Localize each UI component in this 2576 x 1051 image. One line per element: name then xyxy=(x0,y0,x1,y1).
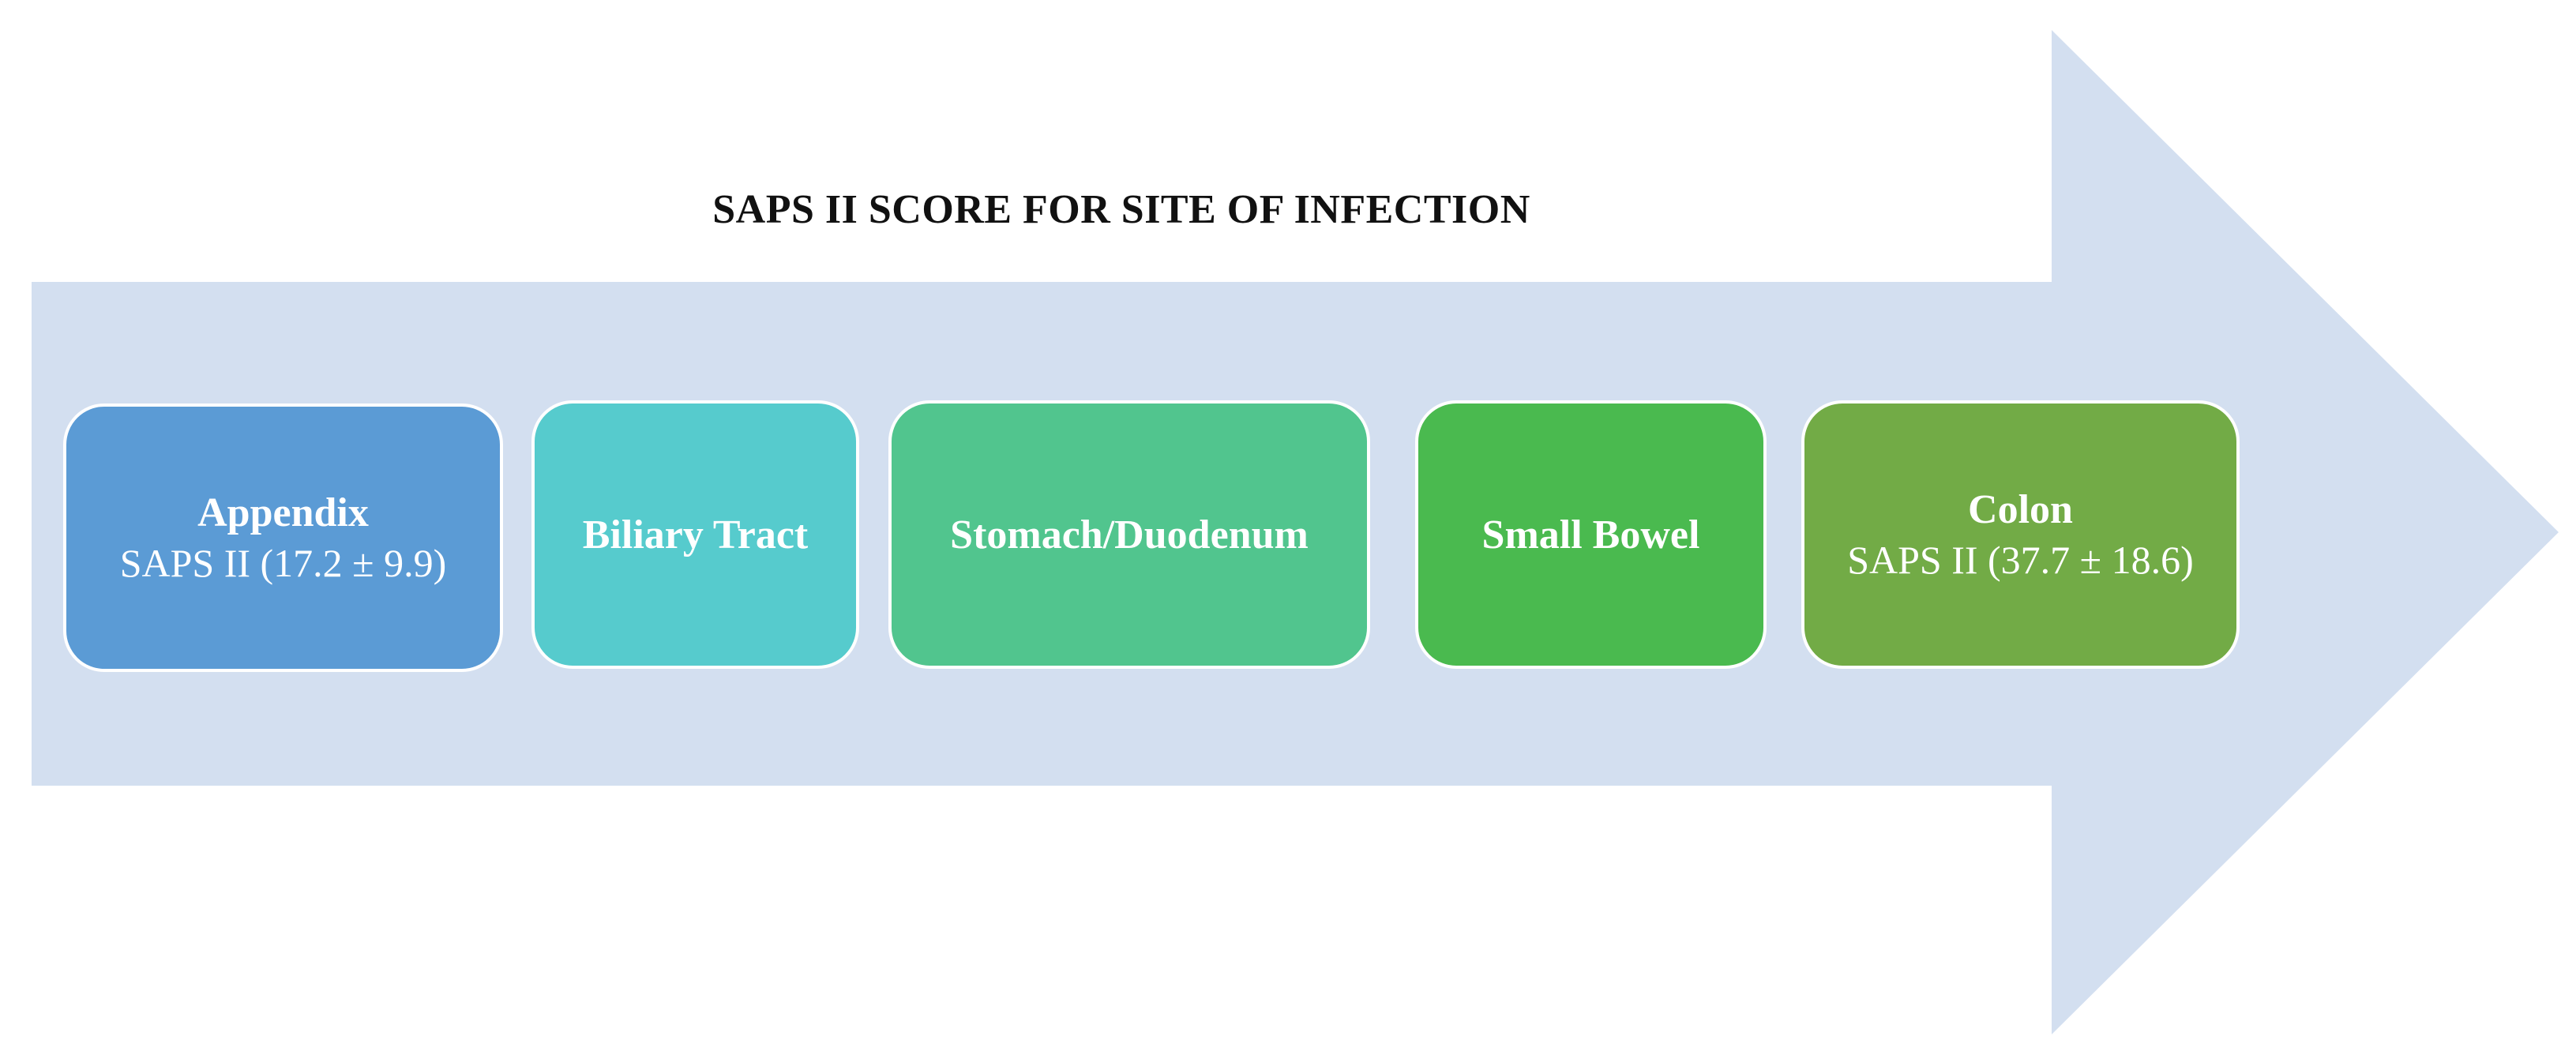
step-stomach-duodenum-name: Stomach/Duodenum xyxy=(950,512,1309,557)
diagram-title: SAPS II SCORE FOR SITE OF INFECTION xyxy=(712,187,1530,232)
step-biliary-tract-name: Biliary Tract xyxy=(582,512,809,557)
step-colon-value: SAPS II (37.7 ± 18.6) xyxy=(1847,538,2194,583)
step-small-bowel: Small Bowel xyxy=(1415,400,1767,669)
step-colon: Colon SAPS II (37.7 ± 18.6) xyxy=(1801,400,2240,669)
step-stomach-duodenum: Stomach/Duodenum xyxy=(888,400,1370,669)
step-appendix: Appendix SAPS II (17.2 ± 9.9) xyxy=(63,404,503,672)
step-colon-name: Colon xyxy=(1968,487,2073,533)
step-appendix-value: SAPS II (17.2 ± 9.9) xyxy=(119,541,447,586)
step-small-bowel-name: Small Bowel xyxy=(1481,512,1700,557)
step-appendix-name: Appendix xyxy=(197,490,369,536)
step-biliary-tract: Biliary Tract xyxy=(531,400,859,669)
